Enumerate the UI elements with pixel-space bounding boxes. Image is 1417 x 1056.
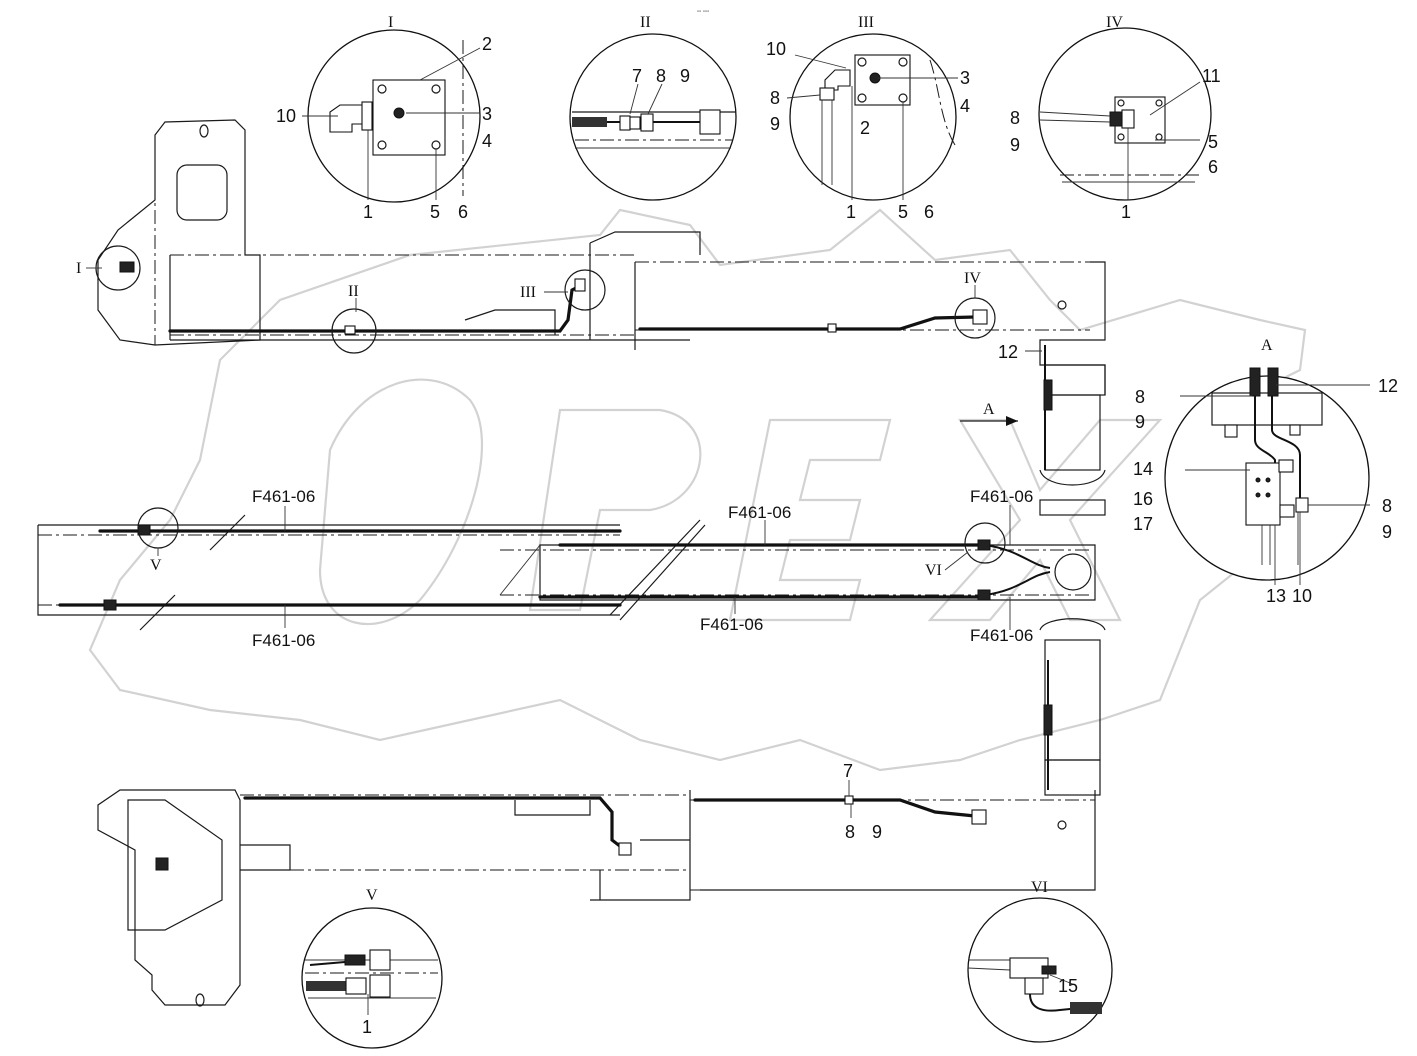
detail-III-callout-2: 2 (860, 118, 870, 138)
detail-III-callout-1: 1 (846, 202, 856, 222)
detail-view-V: V 1 (301, 887, 443, 1049)
detail-II-callout-9: 9 (680, 66, 690, 86)
detail-view-III: III 10 3 8 4 9 2 1 5 6 (766, 14, 970, 222)
marker-II: II (348, 283, 359, 300)
detail-IV-callout-8: 8 (1010, 108, 1020, 128)
detail-A-callout-8a: 8 (1135, 387, 1145, 407)
detail-A-callout-13: 13 (1266, 586, 1286, 606)
detail-II-title: II (640, 14, 651, 31)
detail-A-callout-16: 16 (1133, 489, 1153, 509)
marker-III: III (520, 284, 536, 301)
main-callouts: 12 7 8 9 (843, 342, 1042, 842)
marker-IV: IV (964, 270, 981, 287)
detail-view-A: 8 12 9 14 16 17 8 9 13 10 A (1133, 337, 1398, 606)
hose-ref-2: F461-06 (252, 631, 315, 650)
marker-A: A (983, 401, 995, 418)
detail-view-II: II 7 8 9 (569, 14, 737, 201)
detail-III-callout-8: 8 (770, 88, 780, 108)
detail-I-callout-5: 5 (430, 202, 440, 222)
detail-IV-callout-5: 5 (1208, 132, 1218, 152)
detail-A-callout-17: 17 (1133, 514, 1153, 534)
middle-boom-assembly (37, 505, 1096, 631)
detail-I-callout-2: 2 (482, 34, 492, 54)
view-markers: I II III IV V VI A (76, 260, 1018, 579)
detail-III-callout-3: 3 (960, 68, 970, 88)
detail-I-callout-4: 4 (482, 131, 492, 151)
detail-II-callout-7: 7 (632, 66, 642, 86)
detail-A-callout-14: 14 (1133, 459, 1153, 479)
hose-ref-1: F461-06 (252, 487, 315, 506)
detail-I-callout-1: 1 (363, 202, 373, 222)
detail-view-IV: IV 11 8 5 9 6 1 (1010, 14, 1221, 222)
main-callout-8: 8 (845, 822, 855, 842)
marker-V: V (150, 557, 162, 574)
detail-A-callout-10: 10 (1292, 586, 1312, 606)
marker-VI: VI (925, 562, 942, 579)
hose-ref-6: F461-06 (970, 626, 1033, 645)
main-callout-9: 9 (872, 822, 882, 842)
detail-view-I: I 2 10 3 4 1 5 6 (276, 14, 492, 222)
detail-III-callout-10: 10 (766, 39, 786, 59)
detail-IV-title: IV (1106, 14, 1123, 31)
detail-I-callout-10: 10 (276, 106, 296, 126)
detail-V-title: V (366, 887, 378, 904)
detail-IV-callout-1: 1 (1121, 202, 1131, 222)
detail-I-title: I (388, 14, 393, 31)
detail-VI-title: VI (1031, 879, 1048, 896)
detail-III-callout-6: 6 (924, 202, 934, 222)
detail-I-callout-6: 6 (458, 202, 468, 222)
detail-V-callout-1: 1 (362, 1017, 372, 1037)
main-callout-12: 12 (998, 342, 1018, 362)
detail-IV-callout-11: 11 (1202, 66, 1221, 86)
marker-I: I (76, 260, 81, 277)
hose-reference-labels: F461-06 F461-06 F461-06 F461-06 F461-06 … (252, 487, 1033, 650)
detail-A-callout-8b: 8 (1382, 496, 1392, 516)
detail-III-title: III (858, 14, 874, 31)
watermark-logo (88, 208, 1307, 772)
hose-ref-3: F461-06 (728, 503, 791, 522)
hose-ref-4: F461-06 (700, 615, 763, 634)
hose-ref-5: F461-06 (970, 487, 1033, 506)
detail-view-VI: VI 15 (967, 879, 1113, 1043)
detail-A-callout-9b: 9 (1382, 522, 1392, 542)
detail-III-callout-4: 4 (960, 96, 970, 116)
detail-IV-callout-6: 6 (1208, 157, 1218, 177)
lower-boom-assembly (97, 789, 1096, 1007)
detail-II-callout-8: 8 (656, 66, 666, 86)
detail-A-callout-9a: 9 (1135, 412, 1145, 432)
detail-IV-callout-9: 9 (1010, 135, 1020, 155)
detail-I-callout-3: 3 (482, 104, 492, 124)
detail-A-callout-12: 12 (1378, 376, 1398, 396)
cylinder-assembly (1039, 345, 1106, 796)
upper-boom-assembly (95, 119, 1106, 395)
detail-III-callout-9: 9 (770, 114, 780, 134)
main-callout-7: 7 (843, 761, 853, 781)
detail-A-title: A (1261, 337, 1273, 354)
header-tiny-mark: ▫▫ ▫▫▫ (697, 9, 709, 15)
detail-VI-callout-15: 15 (1058, 976, 1078, 996)
detail-III-callout-5: 5 (898, 202, 908, 222)
